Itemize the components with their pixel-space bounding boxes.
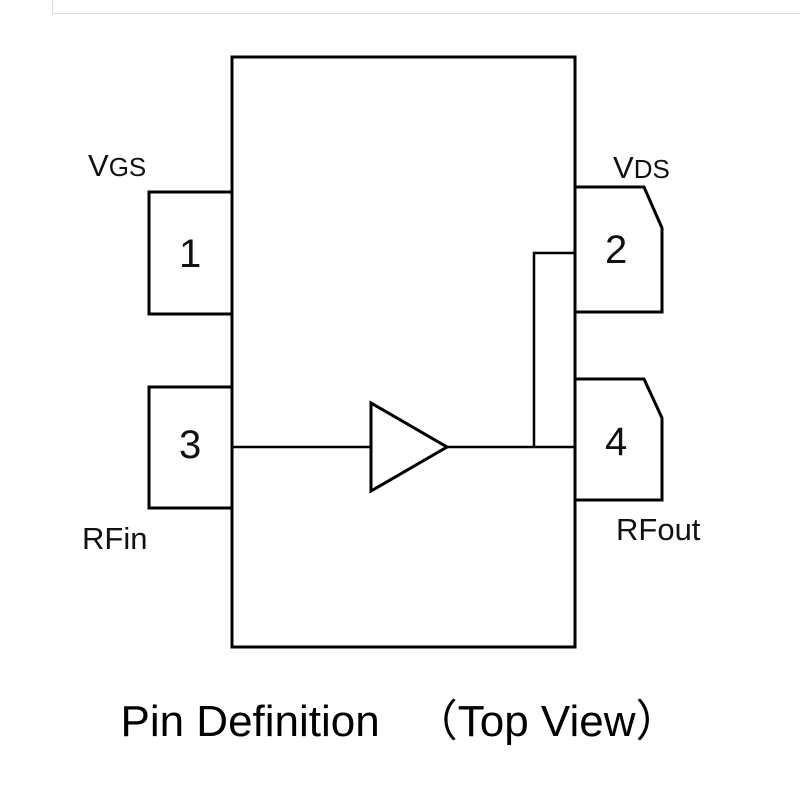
caption-view: （Top View） bbox=[413, 697, 680, 746]
diagram-caption: Pin Definition （Top View） bbox=[0, 700, 800, 744]
pin-2-tab bbox=[575, 185, 664, 314]
pin-3-number: 3 bbox=[179, 423, 202, 467]
pin-1-tab bbox=[147, 190, 232, 316]
pin-4-signal-main: RFout bbox=[616, 512, 701, 547]
page-frame-line bbox=[52, 0, 800, 14]
pin-2-number: 2 bbox=[605, 228, 628, 272]
caption-main: Pin Definition bbox=[120, 697, 380, 746]
pin-3-signal-label: RFin bbox=[82, 523, 147, 554]
pin-1-signal-main: V bbox=[88, 148, 109, 183]
pin-4-tab bbox=[575, 377, 664, 502]
pin-3-tab bbox=[147, 385, 232, 510]
pin-1-number: 1 bbox=[179, 232, 202, 276]
pin-4-number: 4 bbox=[605, 420, 628, 464]
pin-1-signal-label: VGS bbox=[88, 150, 146, 181]
pin-3-signal-main: RFin bbox=[82, 521, 148, 556]
pin-2-signal-main: V bbox=[613, 150, 634, 185]
package-body bbox=[230, 55, 577, 649]
pin-2-signal-label: VDS bbox=[613, 152, 670, 183]
drain-bias-line bbox=[532, 251, 575, 447]
pin-1-signal-sub: GS bbox=[108, 152, 147, 182]
pin-4-signal-label: RFout bbox=[616, 514, 700, 545]
amplifier-icon bbox=[369, 400, 450, 494]
pin-2-signal-sub: DS bbox=[633, 154, 670, 184]
